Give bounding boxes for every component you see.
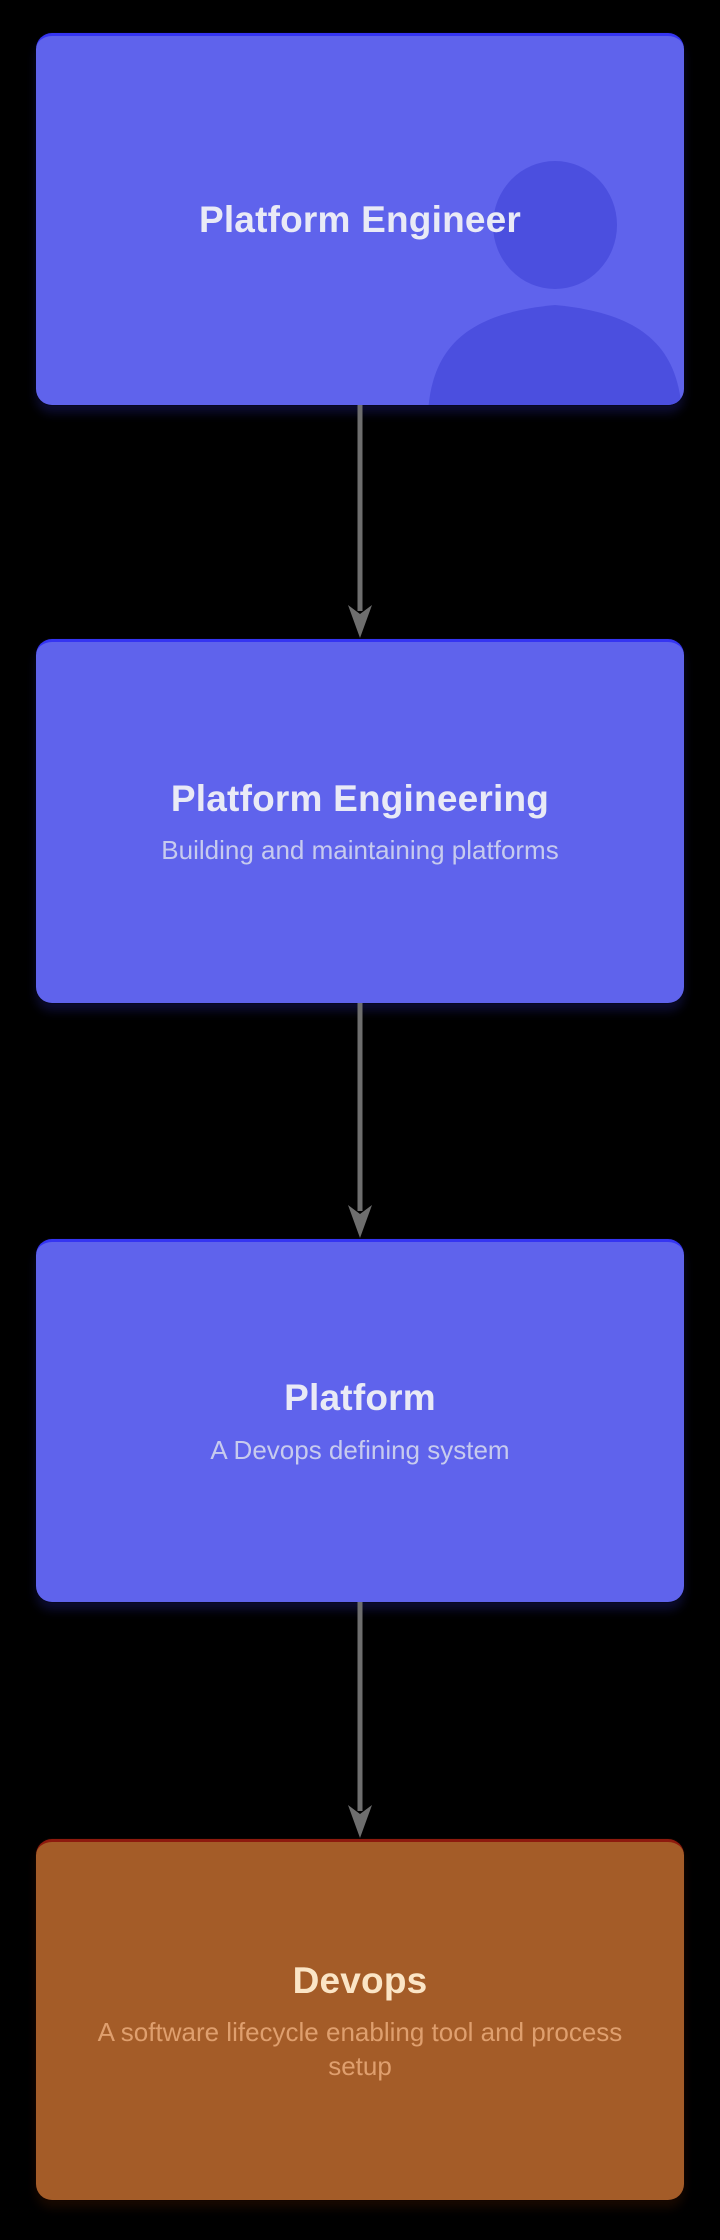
node-title: Platform Engineer bbox=[198, 199, 522, 241]
person-silhouette-icon bbox=[428, 161, 682, 405]
flow-arrow-3 bbox=[348, 1602, 372, 1838]
flow-arrow-1 bbox=[348, 405, 372, 638]
node-devops: Devops A software lifecycle enabling too… bbox=[36, 1839, 684, 2200]
node-subtitle: A software lifecycle enabling tool and p… bbox=[97, 2016, 623, 2081]
node-subtitle: Building and maintaining platforms bbox=[161, 835, 559, 866]
node-title: Platform bbox=[284, 1377, 436, 1419]
node-platform-engineering: Platform Engineering Building and mainta… bbox=[36, 639, 684, 1003]
node-text-block: Platform A Devops defining system bbox=[36, 1376, 684, 1467]
node-text-block: Platform Engineering Building and mainta… bbox=[36, 777, 684, 868]
node-platform: Platform A Devops defining system bbox=[36, 1239, 684, 1602]
node-title: Devops bbox=[292, 1959, 428, 2001]
node-title: Platform Engineering bbox=[170, 777, 550, 819]
flow-arrow-2 bbox=[348, 1003, 372, 1238]
node-text-block: Platform Engineer bbox=[36, 198, 684, 242]
node-platform-engineer: Platform Engineer bbox=[36, 33, 684, 405]
node-text-block: Devops A software lifecycle enabling too… bbox=[36, 1959, 684, 2084]
node-subtitle: A Devops defining system bbox=[210, 1434, 510, 1465]
